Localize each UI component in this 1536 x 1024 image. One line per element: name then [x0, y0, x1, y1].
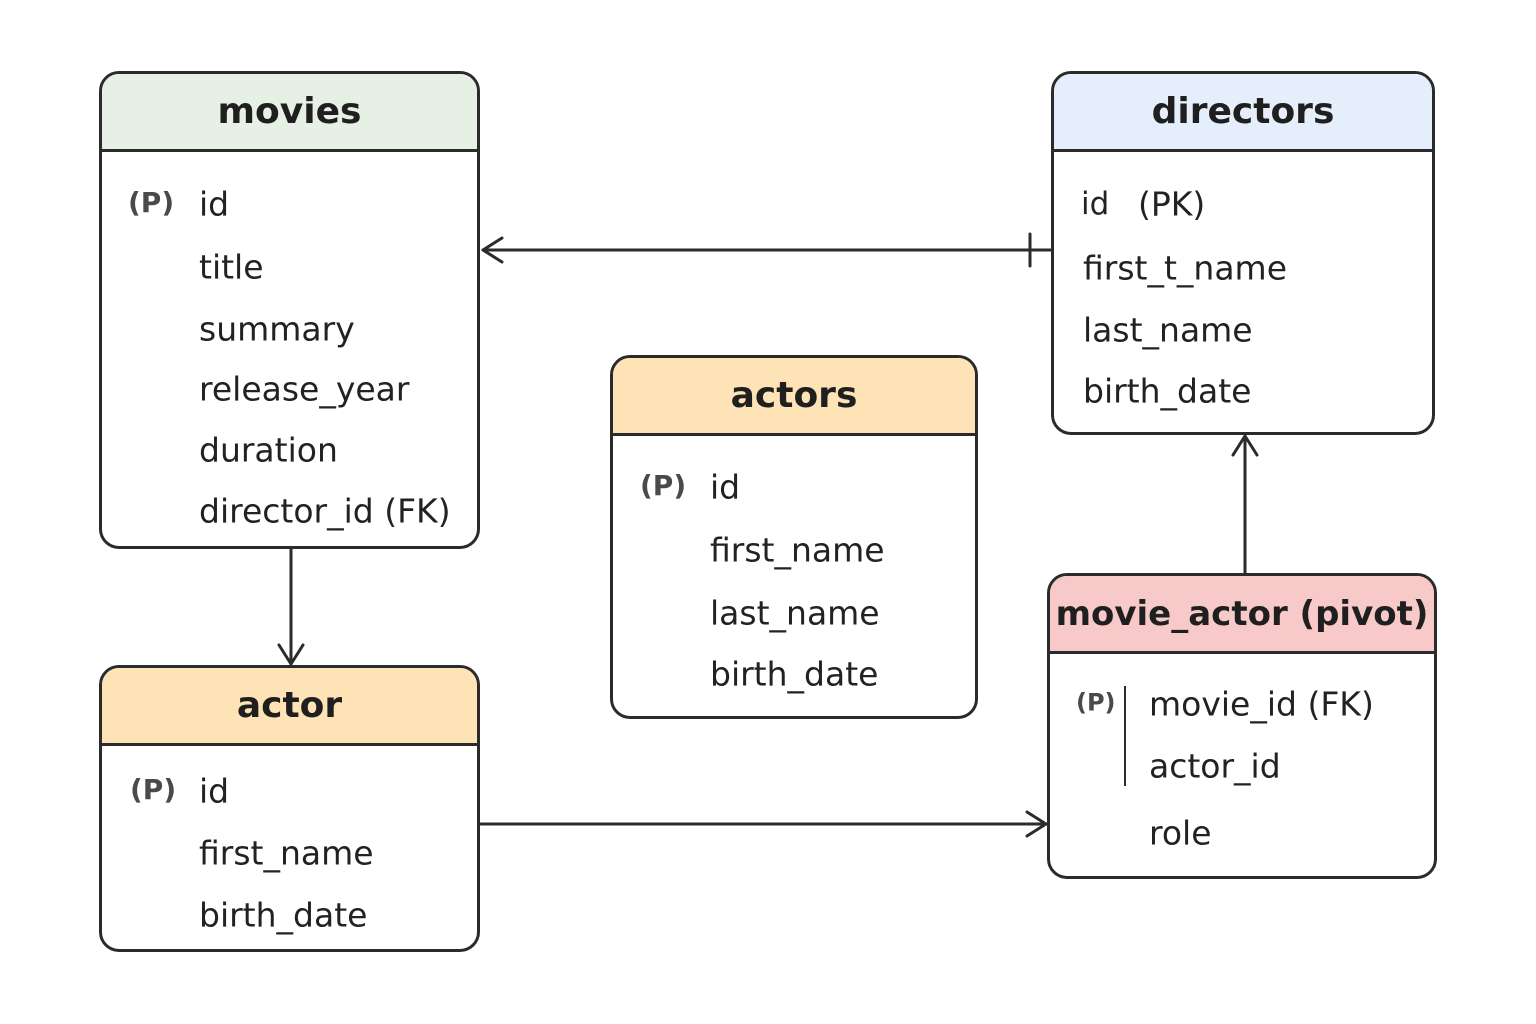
relationship-movie-actor-directors	[1231, 434, 1259, 576]
column-row: (P) id	[102, 771, 477, 811]
column-name: release_year	[199, 369, 410, 409]
column-row: last_name	[1054, 310, 1432, 350]
table-header-movie-actor: movie_actor (pivot)	[1050, 576, 1434, 654]
column-row: first_t_name	[1054, 248, 1432, 288]
table-actor[interactable]: actor (P) id first_name birth_date	[99, 665, 480, 952]
column-name: id	[199, 771, 230, 811]
column-name: last_name	[1083, 310, 1253, 350]
table-header-actor: actor	[102, 668, 477, 746]
composite-key-bracket	[1124, 686, 1126, 786]
table-title-actors: actors	[730, 375, 858, 416]
column-row: (P) id	[613, 467, 975, 507]
column-row: birth_date	[613, 654, 975, 694]
column-row: summary	[102, 309, 477, 349]
column-name: role	[1149, 813, 1212, 853]
table-directors[interactable]: directors id (PK) first_t_name last_name…	[1051, 71, 1435, 435]
column-row: last_name	[613, 593, 975, 633]
column-row: actor_id	[1050, 746, 1434, 786]
column-name: birth_date	[710, 654, 879, 694]
table-header-movies: movies	[102, 74, 477, 152]
column-name: duration	[199, 430, 338, 470]
primary-key-label: (PK)	[1138, 184, 1206, 224]
column-name: director_id (FK)	[199, 491, 451, 531]
column-row: first_name	[613, 530, 975, 570]
column-name: birth_date	[199, 895, 368, 935]
column-name: summary	[199, 309, 355, 349]
column-row: role	[1050, 813, 1434, 853]
primary-key-marker: (P)	[130, 772, 177, 806]
column-row: birth_date	[102, 895, 477, 935]
column-row: first_name	[102, 833, 477, 873]
column-name: id	[710, 467, 741, 507]
column-name: first_name	[199, 833, 374, 873]
table-movie-actor[interactable]: movie_actor (pivot) (P) movie_id (FK) ac…	[1047, 573, 1437, 879]
primary-key-marker: (P)	[1076, 688, 1116, 717]
column-row: duration	[102, 430, 477, 470]
table-header-actors: actors	[613, 358, 975, 436]
column-row: id (PK)	[1054, 184, 1432, 224]
column-row: director_id (FK)	[102, 491, 477, 531]
column-row: release_year	[102, 369, 477, 409]
column-name: first_name	[710, 530, 885, 570]
column-name: id	[199, 184, 230, 224]
table-title-directors: directors	[1151, 91, 1335, 132]
table-title-movie-actor: movie_actor (pivot)	[1055, 593, 1429, 634]
column-row: (P) id	[102, 184, 477, 224]
table-title-actor: actor	[236, 685, 343, 726]
column-name: birth_date	[1083, 371, 1252, 411]
table-header-directors: directors	[1054, 74, 1432, 152]
table-title-movies: movies	[217, 91, 362, 132]
column-row: (P) movie_id (FK)	[1050, 684, 1434, 724]
primary-key-marker: (P)	[640, 468, 687, 502]
relationship-movies-actor	[277, 546, 305, 666]
primary-key-marker: (P)	[128, 185, 175, 219]
column-name: actor_id	[1149, 746, 1281, 786]
column-name: title	[199, 247, 264, 287]
column-name: id	[1081, 186, 1110, 222]
column-row: title	[102, 247, 477, 287]
relationship-directors-movies	[481, 232, 1054, 268]
table-movies[interactable]: movies (P) id title summary release_year…	[99, 71, 480, 549]
column-name: first_t_name	[1083, 248, 1288, 288]
column-row: birth_date	[1054, 371, 1432, 411]
column-name: movie_id (FK)	[1149, 684, 1374, 724]
column-name: last_name	[710, 593, 880, 633]
table-actors[interactable]: actors (P) id first_name last_name birth…	[610, 355, 978, 719]
relationship-actor-movie-actor	[478, 810, 1048, 838]
